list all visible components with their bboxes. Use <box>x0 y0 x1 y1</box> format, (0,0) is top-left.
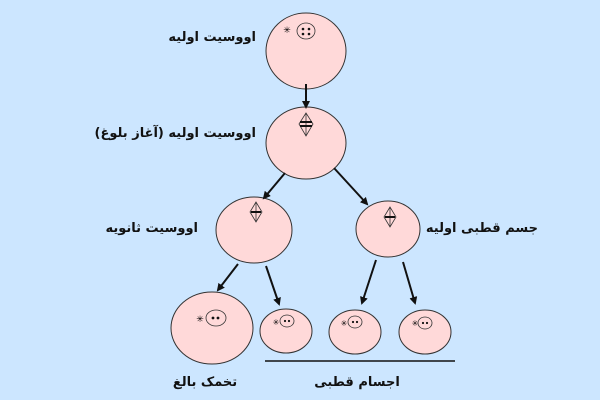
mature-ovum-cell: ✳ <box>170 291 254 365</box>
label-primary-oocyte: اووسیت اولیه <box>168 30 256 45</box>
label-first-polar-body: جسم قطبی اولیه <box>426 221 538 236</box>
secondary-oocyte-cell <box>215 196 293 264</box>
svg-text:✳: ✳ <box>412 319 419 328</box>
label-primary-oocyte-puberty: اووسیت اولیه (آغاز بلوغ) <box>95 124 256 141</box>
first-polar-body-cell <box>355 200 421 258</box>
centrosome-icon: ✳ <box>283 25 291 35</box>
spindle-icon <box>298 112 314 137</box>
arrow <box>402 261 418 305</box>
label-mature-ovum: تخمک بالغ <box>173 375 237 390</box>
primary-oocyte-cell: ✳ <box>265 12 347 90</box>
centrosome-icon: ✳ <box>196 314 204 324</box>
label-secondary-oocyte: اووسیت ثانویه <box>105 221 198 236</box>
arrow <box>265 265 281 306</box>
svg-text:✳: ✳ <box>341 319 348 328</box>
arrow <box>262 172 286 200</box>
label-polar-bodies: اجسام قطبی <box>314 375 400 390</box>
arrow <box>333 167 369 206</box>
polar-body-cell: ✳ <box>259 308 313 354</box>
svg-text:✳: ✳ <box>273 318 280 327</box>
arrow <box>360 259 377 305</box>
arrow <box>216 263 239 292</box>
polar-body-cell: ✳ <box>398 309 452 355</box>
polar-body-cell: ✳ <box>328 309 382 355</box>
